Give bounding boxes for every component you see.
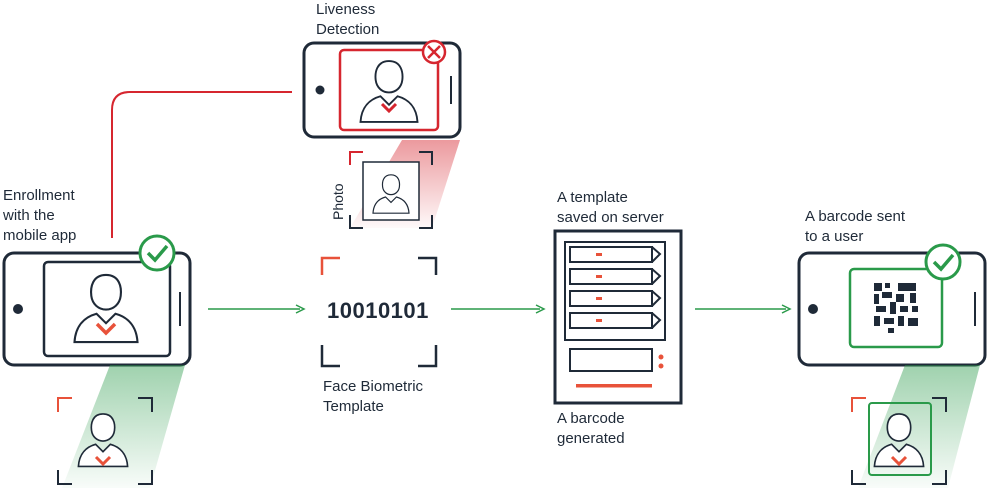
photo-label: Photo <box>330 183 346 220</box>
liveness-phone <box>302 39 462 139</box>
server-top-label-line2: saved on server <box>557 209 664 226</box>
enrollment-label-line2: with the <box>3 207 55 224</box>
barcode-phone <box>797 243 987 367</box>
face-scan-frame-right <box>851 397 947 485</box>
enrollment-phone <box>2 234 192 367</box>
check-circle-icon <box>924 243 962 281</box>
x-circle-icon <box>421 39 447 65</box>
server-top-label-line1: A template <box>557 189 628 206</box>
liveness-label-line1: Liveness <box>316 1 376 18</box>
enrollment-label-line1: Enrollment <box>3 187 75 204</box>
photo-frame <box>349 151 433 229</box>
template-caption-line2: Template <box>323 398 384 415</box>
qr-code-icon <box>874 283 918 333</box>
face-scan-frame-left <box>57 397 153 485</box>
check-circle-icon <box>138 234 176 272</box>
barcode-sent-label-line2: to a user <box>805 228 864 245</box>
liveness-connector-line <box>111 91 292 238</box>
green-scan-beam-right <box>858 365 980 488</box>
template-frame <box>320 256 438 368</box>
server-bottom-label-line2: generated <box>557 430 625 447</box>
enrollment-label-line3: mobile app <box>3 227 77 244</box>
liveness-label-line2: Detection <box>316 21 380 38</box>
server-bottom-label-line1: A barcode <box>557 410 625 427</box>
barcode-sent-label-line1: A barcode sent <box>805 208 906 225</box>
server-rack-icon <box>553 229 683 405</box>
flow-arrows <box>208 304 792 314</box>
binary-template-value: 10010101 <box>327 298 429 323</box>
green-scan-beam-left <box>62 365 185 488</box>
template-caption-line1: Face Biometric <box>323 378 424 395</box>
